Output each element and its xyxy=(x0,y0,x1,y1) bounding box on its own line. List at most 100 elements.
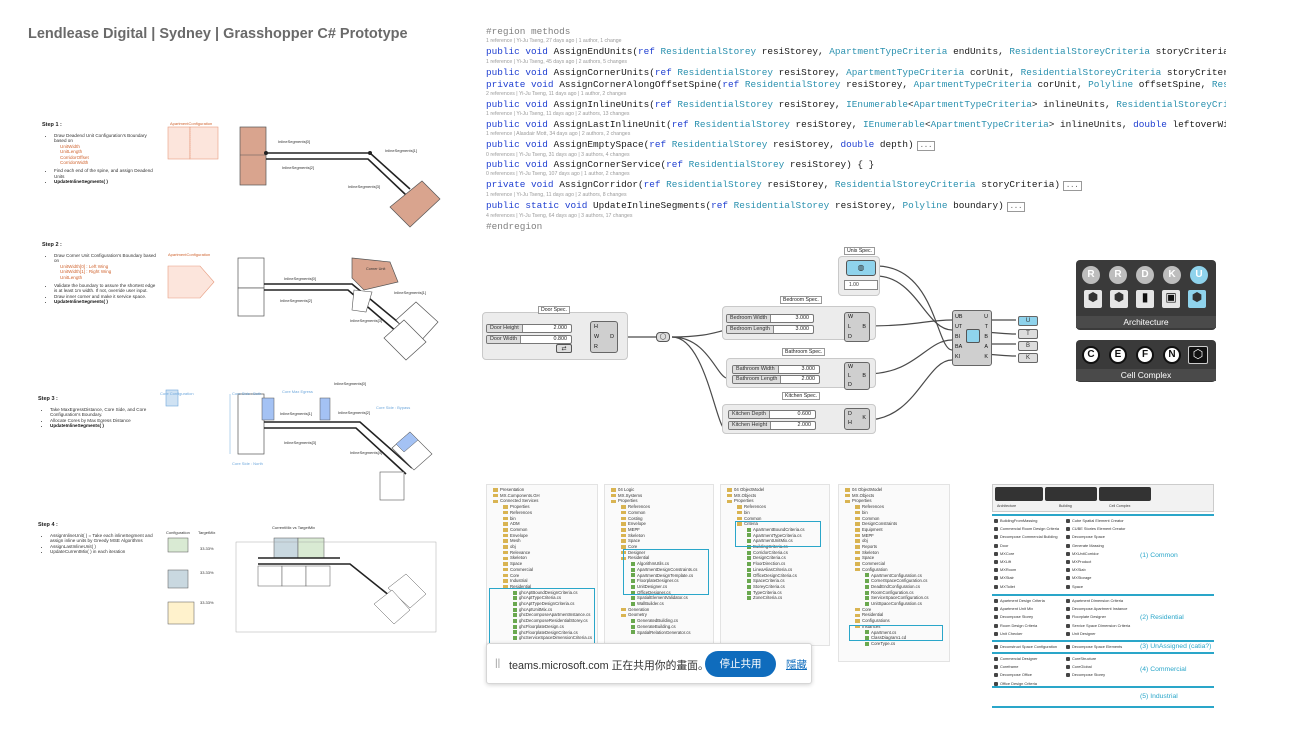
tree-item[interactable]: ghcAptTypeDesignCriteria.cs xyxy=(491,601,593,607)
code-line[interactable]: #endregion xyxy=(486,221,1226,232)
tree-item[interactable]: References xyxy=(609,504,709,510)
tree-item[interactable]: Presentation xyxy=(491,487,593,493)
tree-item[interactable]: Properties xyxy=(843,498,945,504)
tree-item[interactable]: Commercial xyxy=(491,567,593,573)
stop-sharing-button[interactable]: 停止共用 xyxy=(705,651,776,677)
tree-item[interactable]: SpaceCriteria.cs xyxy=(725,578,825,584)
gh-component-entry[interactable]: MXCore xyxy=(994,551,1014,556)
codelens-info[interactable]: 1 reference | Yi-Ju Tseng, 45 days ago |… xyxy=(486,58,628,65)
gh-component-entry[interactable]: Apartment Design Criteria xyxy=(994,598,1045,603)
codelens-info[interactable]: 0 references | Yi-Ju Tseng, 31 days ago … xyxy=(486,151,630,158)
tree-item[interactable]: Residential xyxy=(491,584,593,590)
tree-item[interactable]: MX.Objects xyxy=(725,493,825,499)
gh-component-entry[interactable]: Room Design Criteria xyxy=(994,623,1037,628)
collapsed-region-button[interactable]: ... xyxy=(1062,181,1082,192)
tree-item[interactable]: SpatialRelationGenerator.cs xyxy=(609,630,709,636)
plugin-tab-u-icon[interactable]: U xyxy=(1190,266,1208,284)
tree-item[interactable]: AlgorithmUtils.cs xyxy=(609,561,709,567)
output-u-icon[interactable]: U xyxy=(1018,316,1038,326)
tree-item[interactable]: Equipment xyxy=(843,527,945,533)
codelens-info[interactable]: 1 reference | Alasdair Mott, 34 days ago… xyxy=(486,130,631,137)
gh-component-entry[interactable]: MXStair xyxy=(994,575,1014,580)
gh-component-entry[interactable]: Cube Spatial Element Creator xyxy=(1066,518,1124,523)
tree-item[interactable]: Space xyxy=(491,561,593,567)
codelens-info[interactable]: 2 references | Yi-Ju Tseng, 11 days ago … xyxy=(486,90,627,97)
tree-item[interactable]: obj xyxy=(491,544,593,550)
tree-item[interactable]: Space xyxy=(609,538,709,544)
tree-item[interactable]: Common xyxy=(609,510,709,516)
code-line[interactable]: public void AssignLastInlineUnit(ref Res… xyxy=(486,118,1226,130)
tree-item[interactable]: bin xyxy=(725,510,825,516)
storey-cube-icon[interactable]: ⬢ xyxy=(1110,290,1128,308)
gh-component-entry[interactable]: Decompose Office xyxy=(994,672,1032,677)
gh-unis-value[interactable]: 1.00 xyxy=(844,280,878,290)
code-line[interactable]: private void AssignCorridor(ref Resident… xyxy=(486,179,1226,192)
tree-item[interactable]: LineaAliasCriteria.cs xyxy=(725,567,825,573)
tree-item[interactable]: ghcAptTypeCriteria.cs xyxy=(491,595,593,601)
tree-item[interactable]: Costing xyxy=(609,516,709,522)
codelens-info[interactable]: 1 reference | Yi-Ju Tseng, 11 days ago |… xyxy=(486,192,627,199)
tree-item[interactable]: MX.Systems xyxy=(609,493,709,499)
ribbon-group-architecture[interactable] xyxy=(995,487,1043,501)
tree-item[interactable]: Skeleton xyxy=(609,533,709,539)
tree-item[interactable]: MX.Components.GH xyxy=(491,493,593,499)
tree-item[interactable]: 04 ObjectModel xyxy=(843,487,945,493)
tree-item[interactable]: DesignConstraints xyxy=(843,521,945,527)
toggle-icon[interactable]: ⇄ xyxy=(556,344,572,353)
gh-unis-param-icon[interactable]: ◍ xyxy=(846,260,876,276)
tree-item[interactable]: ghcFloorplateDesignCriteria.cs xyxy=(491,630,593,636)
gh-component-entry[interactable]: Generate Massing xyxy=(1066,543,1104,548)
tree-item[interactable]: Instances xyxy=(843,624,945,630)
tree-item[interactable]: Configuration xyxy=(843,567,945,573)
codelens-info[interactable]: 0 references | Yi-Ju Tseng, 107 days ago… xyxy=(486,171,630,178)
gh-component-entry[interactable]: BuildingFromMassing xyxy=(994,518,1037,523)
code-line[interactable]: public static void UpdateInlineSegments(… xyxy=(486,200,1226,213)
plugin-tab-k-icon[interactable]: K xyxy=(1163,266,1181,284)
tree-item[interactable]: ghcFloorplateDesign.cs xyxy=(491,624,593,630)
tree-item[interactable]: bin xyxy=(491,516,593,522)
gh-component-entry[interactable]: Floorplate Designer xyxy=(1066,614,1106,619)
plugin-tab-n-icon[interactable]: N xyxy=(1163,346,1181,364)
gh-component-entry[interactable]: Space xyxy=(1066,584,1083,589)
tree-item[interactable]: Core xyxy=(491,573,593,579)
tree-item[interactable]: Residential xyxy=(843,612,945,618)
tree-item[interactable]: Common xyxy=(843,516,945,522)
tree-item[interactable]: 04 ObjectModel xyxy=(725,487,825,493)
window-icon[interactable]: ▣ xyxy=(1162,290,1180,308)
tree-item[interactable]: Properties xyxy=(609,498,709,504)
tree-item[interactable]: Skeleton xyxy=(491,555,593,561)
gh-component-entry[interactable]: CUBE Stories Element Creator xyxy=(1066,526,1125,531)
tree-item[interactable]: Common xyxy=(491,527,593,533)
gh-bedroom-component[interactable]: W L D B xyxy=(844,312,870,342)
door-icon[interactable]: ▮ xyxy=(1136,290,1154,308)
codelens-info[interactable]: 4 references | Yi-Ju Tseng, 64 days ago … xyxy=(486,213,633,220)
tree-item[interactable]: WallBuilder.cs xyxy=(609,601,709,607)
tree-item[interactable]: ApartmentConfiguration.cs xyxy=(843,573,945,579)
apartment-cube-icon[interactable]: ⬢ xyxy=(1084,290,1102,308)
gh-door-component[interactable]: H W R D xyxy=(590,321,618,353)
ribbon-tab-building[interactable]: Building xyxy=(1059,504,1072,508)
gh-component-entry[interactable]: Decompose Commercial Building xyxy=(994,534,1058,539)
tree-item[interactable]: ApartmentUnitMix.cs xyxy=(725,538,825,544)
gh-component-entry[interactable]: MXStorage xyxy=(1066,575,1091,580)
tree-item[interactable]: OfficeDesignCriteria.cs xyxy=(725,573,825,579)
tree-item[interactable]: Core xyxy=(609,544,709,550)
tree-item[interactable]: Properties xyxy=(491,504,593,510)
tree-item[interactable]: ghcServiceSpaceDimensionCriteria.cs xyxy=(491,635,593,641)
unit-cube-tool-icon[interactable]: ⬢ xyxy=(1188,290,1206,308)
gh-component-entry[interactable]: MXProduct xyxy=(1066,559,1091,564)
gh-component-entry[interactable]: Decompose Apartment Instance xyxy=(1066,606,1127,611)
tree-item[interactable]: Common xyxy=(725,516,825,522)
tree-item[interactable]: ghcAptBoundDesignCriteria.cs xyxy=(491,590,593,596)
tree-item[interactable]: References xyxy=(491,510,593,516)
gh-relay-node[interactable]: ◯ xyxy=(656,332,670,342)
tree-item[interactable]: Configurations xyxy=(843,618,945,624)
